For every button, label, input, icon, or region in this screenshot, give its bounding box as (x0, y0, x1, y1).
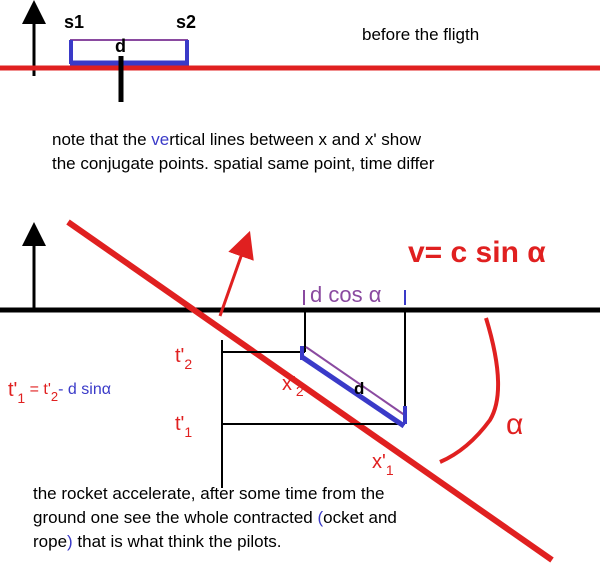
paragraph-line-2: ground one see the whole contracted (ock… (33, 508, 397, 527)
x1-label: x'1 (372, 451, 394, 478)
time-difference-equation: t'1 = t'2- d sinα (8, 379, 111, 406)
before-flight-caption: before the fligth (362, 25, 480, 44)
top-label-s2: s2 (176, 12, 196, 32)
dcos-label: d cos α (310, 282, 382, 307)
x2-label: x'2 (282, 373, 304, 399)
t2-label: t'2 (175, 345, 192, 372)
angle-arc (439, 317, 501, 464)
alpha-label: α (506, 408, 523, 441)
rope-contracted (305, 346, 407, 417)
rocket-d-label: d (354, 379, 364, 398)
velocity-arrow (218, 230, 254, 317)
velocity-formula: v= c sin α (408, 236, 546, 269)
top-label-d: d (115, 36, 126, 56)
worldline-red (66, 219, 554, 563)
top-label-s1: s1 (64, 12, 84, 32)
note-line-2: the conjugate points. spatial same point… (52, 154, 435, 173)
paragraph-line-1: the rocket accelerate, after some time f… (33, 484, 385, 503)
rocket-contracted (300, 354, 406, 429)
note-line-1: note that the vertical lines between x a… (52, 130, 421, 149)
paragraph-line-3: rope) that is what think the pilots. (33, 532, 282, 551)
t1-label: t'1 (175, 413, 192, 440)
